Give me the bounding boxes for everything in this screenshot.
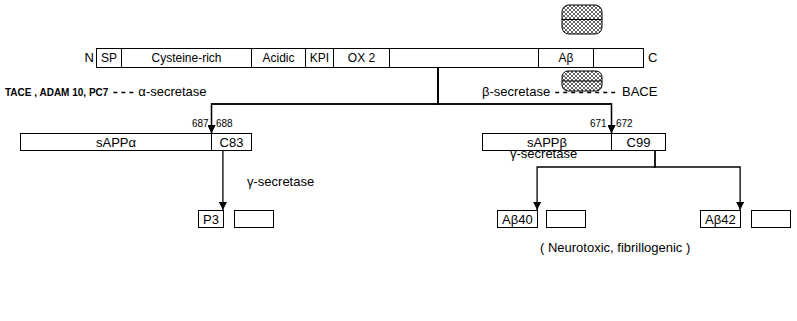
domain-segment: Cysteine-rich: [122, 49, 252, 67]
domain-segment: Aβ: [538, 49, 594, 67]
fragment-label: C83: [220, 135, 244, 150]
residue-number: 672: [616, 118, 633, 130]
dashed-leader: [113, 92, 133, 93]
peptide-box: P3: [198, 210, 224, 228]
fragment-remainder-box: [234, 210, 274, 228]
cleavage-arrow: [212, 68, 439, 133]
domain-label: KPI: [310, 51, 329, 65]
domain-label: Aβ: [559, 51, 574, 65]
peptide-box: Aβ40: [497, 210, 538, 228]
domain-segment: Acidic: [252, 49, 306, 67]
fragment-box: C83: [211, 133, 252, 151]
residue-number: 671: [590, 118, 607, 130]
enzyme-label: γ-secretase: [247, 174, 314, 189]
peptide-label: Aβ42: [705, 212, 736, 227]
fragment-remainder-box: [751, 210, 791, 228]
fragment-label: sAPPα: [96, 135, 136, 150]
peptide-label: Aβ40: [502, 212, 533, 227]
cleavage-arrow: [222, 151, 223, 210]
peptide-label: P3: [203, 212, 219, 227]
domain-segment: SP: [97, 49, 122, 67]
enzyme-label: BACE: [622, 84, 657, 99]
peptide-box: Aβ42: [700, 210, 741, 228]
domain-label: OX 2: [348, 51, 375, 65]
terminus-label: N: [85, 50, 94, 66]
domain-label: Cysteine-rich: [151, 51, 221, 65]
enzyme-label: α-secretase: [138, 84, 206, 99]
terminus-label: C: [648, 50, 657, 66]
cleavage-arrow: [655, 151, 740, 210]
membrane-symbol: [562, 5, 602, 34]
fragment-label: C99: [627, 135, 651, 150]
enzyme-label: γ-secretase: [510, 146, 577, 161]
fragment-box: C99: [611, 133, 666, 151]
domain-label: SP: [101, 51, 117, 65]
domain-segment: KPI: [306, 49, 334, 67]
enzyme-label: β-secretase: [482, 84, 550, 99]
domain-label: Acidic: [262, 51, 294, 65]
protein-bar: NCSPCysteine-richAcidicKPIOX 2Aβ: [96, 48, 644, 68]
residue-number: 687: [192, 118, 209, 130]
dashed-leader: [555, 92, 617, 93]
note-label: ( Neurotoxic, fibrillogenic ): [540, 240, 690, 255]
cleavage-arrow: [212, 68, 439, 133]
enzyme-list: TACE , ADAM 10, PC7: [5, 87, 108, 99]
membrane-symbol: [562, 71, 602, 91]
cleavage-arrow: [438, 68, 612, 133]
domain-segment: OX 2: [334, 49, 390, 67]
residue-number: 688: [216, 118, 233, 130]
cleavage-arrow: [438, 68, 612, 133]
fragment-box: sAPPα: [20, 133, 212, 151]
fragment-remainder-box: [546, 210, 586, 228]
